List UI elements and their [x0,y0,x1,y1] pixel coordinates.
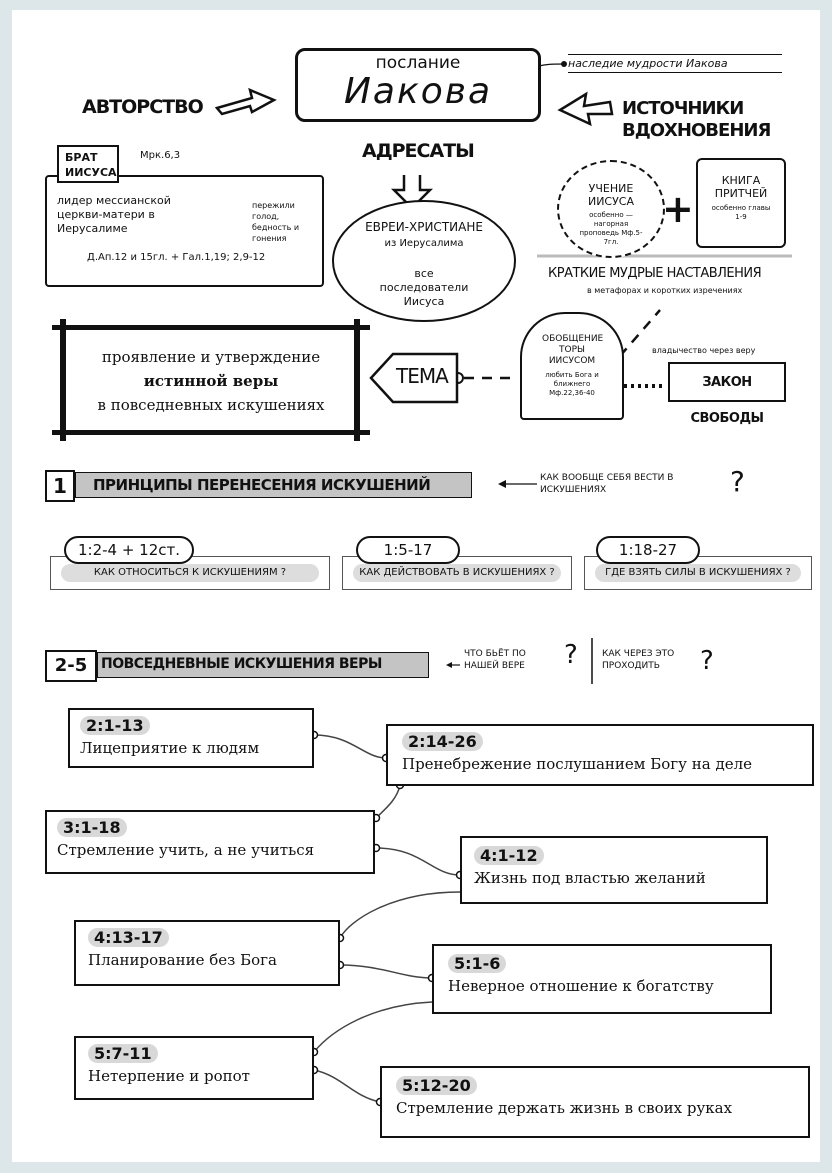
authorship-label: АВТОРСТВО [82,96,204,118]
temptation-card: 5:1-6 Неверное отношение к богатству [432,944,772,1014]
teaching-badge: УЧЕНИЕ ИИСУСА особенно — нагорная пропов… [557,160,665,258]
temptation-ref: 2:14-26 [402,732,483,751]
freedom-label: ЗАКОН СВОБОДЫ [690,375,764,426]
section1-title: ПРИНЦИПЫ ПЕРЕНЕСЕНИЯ ИСКУШЕНИЙ [93,476,431,494]
temptation-card: 2:1-13 Лицеприятие к людям [68,708,314,768]
freedom-box: ЗАКОН СВОБОДЫ [668,362,786,426]
temptation-text: Пренебрежение послушанием Богу на деле [402,755,752,773]
torah-stone: ОБОБЩЕНИЕ ТОРЫ ИИСУСОМ любить Бога и бли… [520,312,624,420]
temptation-text: Стремление держать жизнь в своих руках [396,1099,733,1117]
temptation-ref: 4:1-12 [474,846,544,865]
temptation-ref: 2:1-13 [80,716,150,735]
temptation-card: 4:13-17 Планирование без Бога [74,920,340,986]
principle-text: ГДЕ ВЗЯТЬ СИЛЫ В ИСКУШЕНИЯХ ? [595,564,801,582]
sources-label: ИСТОЧНИКИ ВДОХНОВЕНИЯ [622,98,771,141]
author-note: пережили голод, бедность и гонения [252,201,300,243]
temptation-ref: 5:12-20 [396,1076,477,1095]
section2-title: ПОВСЕДНЕВНЫЕ ИСКУШЕНИЯ ВЕРЫ [101,656,382,672]
principle-text: КАК ДЕЙСТВОВАТЬ В ИСКУШЕНИЯХ ? [353,564,561,582]
title-small: послание [375,53,461,73]
section1-qmark: ? [730,465,745,498]
section1-question: КАК ВООБЩЕ СЕБЯ ВЕСТИ В ИСКУШЕНИЯХ [540,473,674,495]
section2-qmark1: ? [564,640,578,670]
section1-num: 1 [53,474,67,498]
temptation-card: 4:1-12 Жизнь под властью желаний [460,836,768,904]
proverbs-text: КНИГА ПРИТЧЕЙ [714,174,768,200]
temptation-card: 5:12-20 Стремление держать жизнь в своих… [380,1066,810,1138]
author-role: лидер мессианской церкви-матери в Иеруса… [57,194,171,235]
temptation-text: Планирование без Бога [88,951,277,969]
temptation-card: 2:14-26 Пренебрежение послушанием Богу н… [386,724,814,786]
torah-subtext: любить Бога и ближнего Мф.22,36-40 [545,371,599,397]
torah-text: ОБОБЩЕНИЕ ТОРЫ ИИСУСОМ [542,334,604,366]
theme-label: ТЕМА [396,364,449,388]
temptation-ref: 4:13-17 [88,928,169,947]
title-big: Иакова [343,71,493,112]
addressees-label: АДРЕСАТЫ [362,140,475,162]
temptation-text: Неверное отношение к богатству [448,977,714,995]
temptation-card: 3:1-18 Стремление учить, а не учиться [45,810,375,874]
temptation-text: Лицеприятие к людям [80,739,260,757]
teaching-text: УЧЕНИЕ ИИСУСА [587,182,635,208]
principle-text: КАК ОТНОСИТЬСЯ К ИСКУШЕНИЯМ ? [61,564,319,582]
section2-question2: КАК ЧЕРЕЗ ЭТО ПРОХОДИТЬ [602,649,675,671]
recipients-line2: из Иерусалима [384,238,464,249]
theme-line3: в повседневных искушениях [97,396,325,414]
principle-card: КАК ОТНОСИТЬСЯ К ИСКУШЕНИЯМ ? [50,556,330,590]
brief-subtext: в метафорах и коротких изречениях [587,286,743,295]
temptation-ref: 5:1-6 [448,954,507,973]
temptation-text: Стремление учить, а не учиться [57,841,315,859]
section2-qmark2: ? [700,646,714,676]
author-badge: БРАТ ИИСУСА [57,145,119,183]
temptation-text: Нетерпение и ропот [88,1067,250,1085]
section2-question1: ЧТО БЬЁТ ПО НАШЕЙ ВЕРЕ [464,649,526,671]
plus-sign: + [662,187,694,231]
brief-instructions: КРАТКИЕ МУДРЫЕ НАСТАВЛЕНИЯ [548,266,762,281]
author-badge-text: БРАТ ИИСУСА [65,151,117,179]
section2-num: 2-5 [54,655,88,676]
title-banner: послание Иакова [295,48,541,122]
theme-arrow [369,352,459,404]
author-ref: Мрк.6,3 [140,150,181,161]
recipients-bubble: ЕВРЕИ-ХРИСТИАНЕ из Иерусалима все послед… [332,200,516,322]
theme-line1: проявление и утверждение [101,348,321,366]
proverbs-subtext: особенно главы 1-9 [711,204,771,221]
freedom-note: владычество через веру [652,346,756,355]
page: послание Иакова наследие мудрости Иакова… [12,10,820,1162]
recipients-line1: ЕВРЕИ-ХРИСТИАНЕ [365,220,483,234]
section2-banner: 2-5 ПОВСЕДНЕВНЫЕ ИСКУШЕНИЯ ВЕРЫ [45,648,445,682]
author-panel [45,175,324,287]
section1-banner: 1 ПРИНЦИПЫ ПЕРЕНЕСЕНИЯ ИСКУШЕНИЙ [45,468,490,502]
theme-line2: истинной веры [143,372,279,390]
temptation-ref: 3:1-18 [57,818,127,837]
theme-frame: проявление и утверждение истинной веры в… [52,319,370,441]
principle-ref: 1:2-4 + 12ст. [64,536,194,564]
recipients-line3: все последователи Иисуса [379,267,469,308]
teaching-subtext: особенно — нагорная проповедь Мф.5-7гл. [579,211,643,246]
legacy-label: наследие мудрости Иакова [568,54,782,73]
temptation-card: 5:7-11 Нетерпение и ропот [74,1036,314,1100]
principle-ref: 1:18-27 [596,536,700,564]
author-refs: Д.Ап.12 и 15гл. + Гал.1,19; 2,9-12 [87,252,266,263]
principle-ref: 1:5-17 [356,536,460,564]
proverbs-scroll: КНИГА ПРИТЧЕЙ особенно главы 1-9 [696,158,786,248]
temptation-text: Жизнь под властью желаний [474,869,706,887]
temptation-ref: 5:7-11 [88,1044,158,1063]
